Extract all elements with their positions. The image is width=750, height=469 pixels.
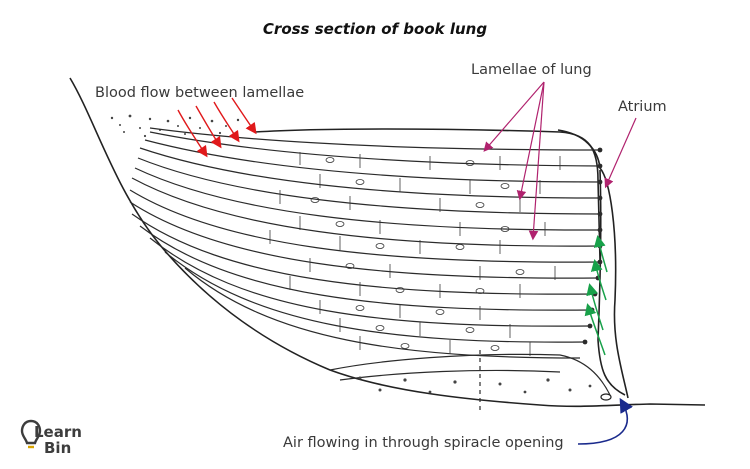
learnbin-logo: Learn Bin <box>20 415 90 460</box>
logo-line-1: Learn <box>34 423 82 441</box>
lightbulb-icon <box>20 419 42 449</box>
air-flow-label: Air flowing in through spiracle opening <box>283 435 564 451</box>
logo-line-2: Bin <box>44 439 72 457</box>
spiracle-pointer <box>577 397 633 445</box>
cell-nuclei <box>310 157 525 351</box>
spiracle-opening <box>600 393 612 401</box>
blood-flow-arrows <box>177 97 257 158</box>
air-flow-arrows <box>584 235 608 356</box>
lamellae-cells <box>269 152 561 356</box>
spiracle-tissue-texture <box>358 376 592 394</box>
book-lung-outline <box>69 77 706 408</box>
lamellae-pointers <box>483 81 637 241</box>
blood-flow-label: Blood flow between lamellae <box>95 85 305 101</box>
spiracle-tissue <box>329 350 611 410</box>
lamellae-label: Lamellae of lung <box>471 62 592 78</box>
lamellae-stack <box>129 127 601 359</box>
diagram-title: Cross section of book lung <box>262 20 488 38</box>
atrium-label: Atrium <box>618 99 667 115</box>
